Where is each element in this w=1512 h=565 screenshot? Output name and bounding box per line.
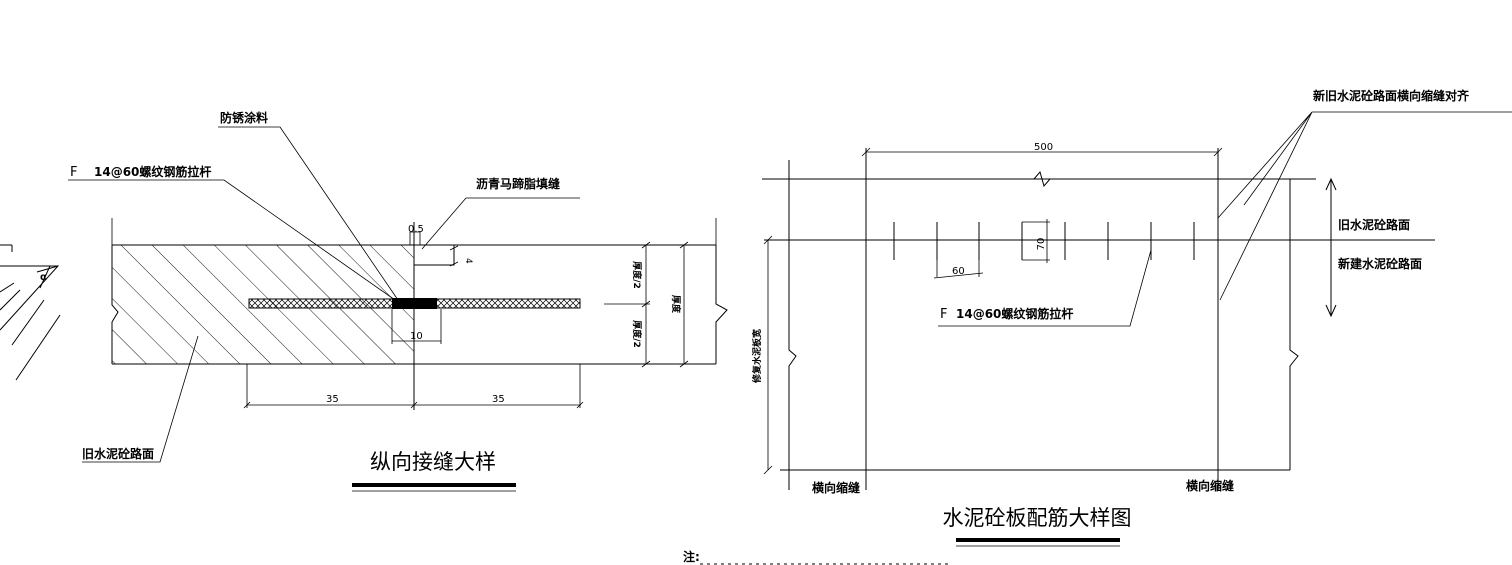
asphalt-fill-label: 沥青马蹄脂填缝 (476, 176, 560, 191)
slab-reinforcement-detail: 500 60 70 修复水泥板宽 F 14@60螺纹钢筋拉杆 新旧水泥砼路面横向… (751, 88, 1512, 547)
partial-angle-figure: α (0, 244, 61, 381)
right-joint-label: 横向缩缝 (1186, 478, 1234, 493)
length-dim: 70 (1036, 238, 1047, 251)
right-title-underline-thick (956, 538, 1120, 542)
tie-bar-prefix-left: F (70, 165, 77, 180)
seal-width-dim: 10 (410, 331, 423, 342)
notes-heading: 注: (683, 549, 700, 564)
tie-bar-label-left: 14@60螺纹钢筋拉杆 (94, 164, 211, 179)
left-title-underline-thick (352, 483, 516, 487)
tie-bar-label-right: 14@60螺纹钢筋拉杆 (956, 306, 1073, 321)
repair-width-label: 修复水泥板宽 (751, 329, 763, 384)
left-detail-title: 纵向接缝大样 (370, 450, 496, 474)
right-detail-title: 水泥砼板配筋大样图 (943, 506, 1132, 530)
old-pavement-label-right: 旧水泥砼路面 (1338, 217, 1410, 232)
tie-bar-prefix-right: F (940, 307, 947, 322)
angle-label: α (40, 272, 47, 283)
left-35-dim: 35 (326, 394, 339, 405)
half-thickness-top: 厚度/2 (631, 261, 643, 289)
new-pavement-label: 新建水泥砼路面 (1338, 256, 1422, 271)
gap-dim: 0.5 (408, 224, 424, 235)
alignment-note: 新旧水泥砼路面横向缩缝对齐 (1313, 88, 1470, 103)
longitudinal-joint-detail: α 0.5 4 10 35 35 厚度/2 厚度/2 厚度 (0, 110, 728, 492)
thickness-label: 厚度 (670, 295, 682, 314)
total-width-dim: 500 (1034, 142, 1053, 153)
right-35-dim: 35 (492, 394, 505, 405)
old-pavement-label-left: 旧水泥砼路面 (82, 446, 154, 461)
left-joint-label: 横向缩缝 (812, 480, 860, 495)
depth-dim: 4 (463, 258, 473, 264)
spacing-dim: 60 (952, 266, 965, 277)
rust-coating-label: 防锈涂料 (220, 110, 268, 125)
tie-bar-ticks (893, 222, 1195, 260)
half-thickness-bottom: 厚度/2 (631, 320, 643, 348)
rust-coating-segment (392, 298, 437, 309)
